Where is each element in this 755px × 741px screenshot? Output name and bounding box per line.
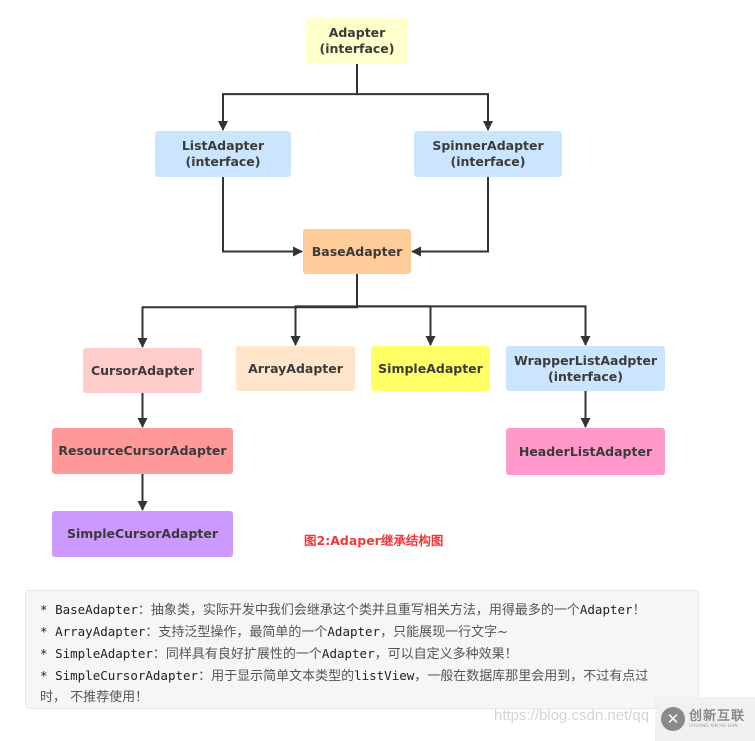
node-arrayadapter: ArrayAdapter — [236, 346, 355, 391]
notes-block: * BaseAdapter：抽象类，实际开发中我们会继承这个类并且重写相关方法，… — [25, 590, 699, 709]
note-line: * SimpleAdapter：同样具有良好扩展性的一个Adapter，可以自定… — [40, 643, 698, 665]
edge-adapter-to-spinneradapter — [356, 64, 493, 131]
node-label: BaseAdapter — [311, 243, 403, 259]
note-tail: ，只能展现一行文字~ — [380, 625, 508, 640]
node-label: SpinnerAdapter — [432, 138, 544, 153]
note-code: Adapter — [321, 646, 375, 661]
node-listadapter: ListAdapter (interface) — [155, 131, 291, 177]
logo-mark-icon: ✕ — [661, 707, 685, 731]
note-bullet: * — [40, 668, 56, 683]
node-adapter: Adapter (interface) — [306, 18, 408, 64]
edge-listadapter-to-baseadapter — [222, 177, 303, 257]
note-text: ：同样具有良好扩展性的一个 — [152, 647, 322, 662]
node-label: ResourceCursorAdapter — [58, 443, 227, 458]
note-code: Adapter — [579, 602, 633, 617]
note-tail: ，一般在数据库那里会用到，不过有点过 — [414, 669, 649, 684]
note-line: * ArrayAdapter：支持泛型操作，最简单的一个Adapter，只能展现… — [40, 621, 698, 643]
note-bullet: * — [40, 602, 56, 617]
note-bullet: * — [40, 624, 56, 639]
note-continuation: 时， 不推荐使用！ — [40, 690, 149, 705]
note-bullet: * — [40, 646, 56, 661]
note-class-name: BaseAdapter — [55, 602, 138, 617]
note-code: listView — [354, 668, 415, 683]
node-label: HeaderListAdapter — [518, 443, 653, 459]
node-cursoradapter: CursorAdapter — [83, 348, 202, 393]
edge-baseadapter-to-wrapperlistadapter — [356, 274, 591, 346]
edge-spinneradapter-to-baseadapter — [411, 177, 489, 257]
node-spinneradapter: SpinnerAdapter (interface) — [414, 131, 562, 177]
diagram-caption: 图2:Adaper继承结构图 — [304, 533, 444, 548]
node-label: CursorAdapter — [90, 362, 195, 378]
node-label: SimpleCursorAdapter — [66, 526, 219, 541]
node-label: ArrayAdapter — [248, 360, 343, 376]
logo-text-en: CHUANG XIN HU LIAN — [689, 723, 738, 729]
logo-text-cn: 创新互联 — [689, 708, 746, 724]
inheritance-diagram: Adapter (interface) ListAdapter (interfa… — [52, 18, 665, 557]
note-code: Adapter — [327, 624, 381, 639]
node-label: WrapperListAadpter — [514, 352, 657, 368]
note-text: ：用于显示简单文本类型的 — [198, 669, 355, 684]
node-sublabel: (interface) — [185, 154, 261, 169]
edge-baseadapter-to-arrayadapter — [290, 274, 358, 346]
node-simplecursoradapter: SimpleCursorAdapter — [52, 511, 233, 557]
edge-baseadapter-to-cursoradapter — [137, 274, 358, 348]
note-class-name: ArrayAdapter — [55, 624, 146, 639]
watermark-url: https://blog.csdn.net/qq — [494, 707, 650, 724]
node-sublabel: (interface) — [548, 368, 623, 384]
node-simpleadapter: SimpleAdapter — [371, 346, 490, 391]
node-sublabel: (interface) — [319, 41, 395, 56]
note-tail: ！ — [632, 603, 646, 618]
node-label: SimpleAdapter — [378, 360, 483, 376]
node-baseadapter: BaseAdapter — [303, 229, 411, 274]
diagram-edges — [137, 64, 591, 511]
node-label: ListAdapter — [181, 138, 265, 153]
node-wrapperlistadapter: WrapperListAadpter (interface) — [506, 346, 665, 391]
edge-baseadapter-to-simpleadapter — [356, 274, 436, 346]
node-sublabel: (interface) — [450, 154, 526, 169]
note-text: ：抽象类，实际开发中我们会继承这个类并且重写相关方法，用得最多的一个 — [137, 603, 580, 618]
edge-adapter-to-listadapter — [218, 64, 358, 131]
note-class-name: SimpleCursorAdapter — [55, 668, 199, 683]
brand-logo: ✕ 创新互联 CHUANG XIN HU LIAN — [655, 697, 755, 741]
note-line: * BaseAdapter：抽象类，实际开发中我们会继承这个类并且重写相关方法，… — [40, 599, 698, 621]
node-headerlistadapter: HeaderListAdapter — [506, 428, 665, 475]
note-tail: ，可以自定义多种效果！ — [374, 647, 518, 662]
note-line: * SimpleCursorAdapter：用于显示简单文本类型的listVie… — [40, 665, 698, 687]
node-label: Adapter — [328, 25, 386, 40]
note-text: ：支持泛型操作，最简单的一个 — [145, 625, 328, 640]
note-class-name: SimpleAdapter — [55, 646, 153, 661]
node-resourcecursoradapter: ResourceCursorAdapter — [52, 428, 233, 474]
